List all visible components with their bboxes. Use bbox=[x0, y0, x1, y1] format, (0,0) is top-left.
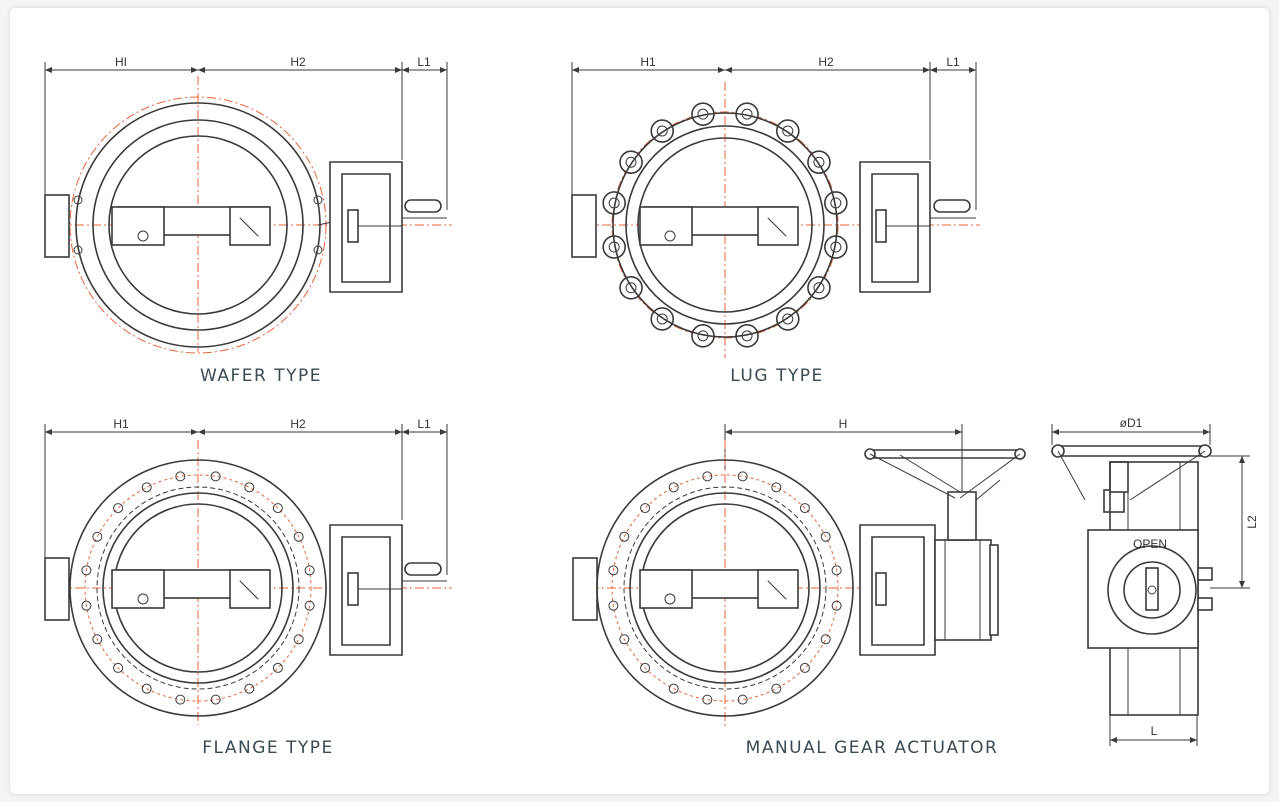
gear-dimension-l: L bbox=[1109, 715, 1198, 746]
gear-dim-h: H bbox=[839, 417, 848, 431]
gearbox bbox=[934, 539, 992, 641]
wafer-dim-h1: HI bbox=[115, 55, 127, 69]
gear-dim-l: L bbox=[1151, 724, 1158, 738]
wafer-dim-h2: H2 bbox=[290, 55, 306, 69]
lug-caption: LUG TYPE bbox=[730, 366, 823, 386]
lug-dim-h2: H2 bbox=[818, 55, 834, 69]
flange-body bbox=[69, 459, 327, 717]
wafer-caption: WAFER TYPE bbox=[200, 366, 322, 386]
flange-dim-h1: H1 bbox=[113, 417, 129, 431]
flange-type-view: H1 H2 L1 FLANGE TYPE bbox=[44, 417, 452, 758]
gear-dimension-l2: L2 bbox=[1210, 455, 1259, 589]
gear-caption: MANUAL GEAR ACTUATOR bbox=[746, 738, 999, 758]
lug-dimension-lines: H1 H2 L1 bbox=[571, 55, 977, 210]
wafer-dimension-lines: HI H2 L1 bbox=[44, 55, 448, 210]
flange-caption: FLANGE TYPE bbox=[202, 738, 334, 758]
flange-dim-h2: H2 bbox=[290, 417, 306, 431]
gear-dim-d1: øD1 bbox=[1120, 416, 1143, 430]
flange-dimension-lines: H1 H2 L1 bbox=[44, 417, 448, 575]
gearbox-scale-text: OPEN bbox=[1133, 537, 1167, 551]
gear-dimension-d1: øD1 bbox=[1051, 416, 1211, 445]
gear-side-view: øD1 L2 L OPEN bbox=[1051, 416, 1259, 746]
handwheel-rim bbox=[870, 449, 1020, 459]
lug-actuator-mount bbox=[859, 161, 931, 293]
lug-dim-l1: L1 bbox=[946, 55, 960, 69]
wafer-dim-l1: L1 bbox=[417, 55, 431, 69]
gear-dim-l2: L2 bbox=[1245, 515, 1259, 529]
wafer-type-view: HI H2 L1 WAFER TYPE bbox=[44, 55, 452, 386]
gear-flange-bolt-holes bbox=[608, 471, 842, 705]
wafer-actuator-mount bbox=[329, 161, 403, 293]
flange-dim-l1: L1 bbox=[417, 417, 431, 431]
flange-bolt-holes bbox=[81, 471, 315, 705]
wafer-neck bbox=[44, 194, 70, 258]
gear-actuator-view: H MANUAL GEAR ACTUATOR bbox=[572, 417, 1026, 758]
lug-body bbox=[612, 112, 838, 338]
lug-bolt-ears bbox=[602, 102, 848, 348]
flange-actuator-mount bbox=[329, 524, 403, 656]
lug-type-view: H1 H2 L1 LUG TYPE bbox=[571, 55, 980, 386]
lug-dim-h1: H1 bbox=[640, 55, 656, 69]
